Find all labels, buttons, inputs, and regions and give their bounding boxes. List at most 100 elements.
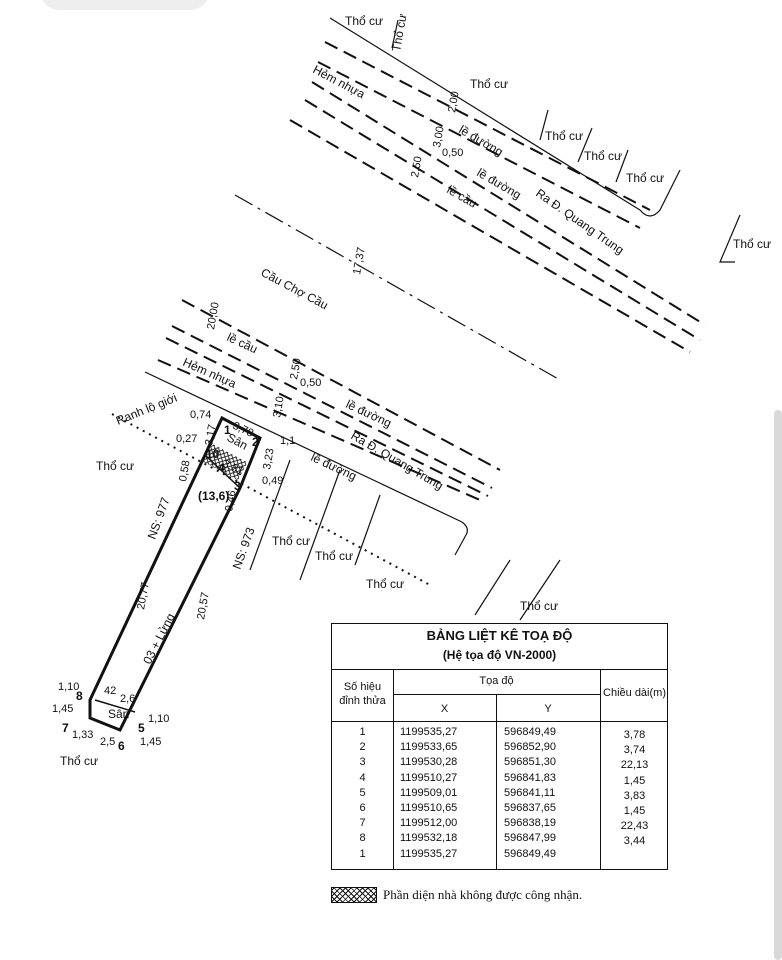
- table-cell-length: 22,13: [620, 759, 649, 772]
- header-point: Số hiệu đỉnh thửa: [339, 681, 386, 707]
- vertex-4: 4: [218, 461, 225, 475]
- dim-133: 1,33: [72, 729, 93, 741]
- table-cell-y: 596847,99: [504, 832, 556, 845]
- label-cau-cho-cau: Cầu Chợ Cầu: [259, 265, 331, 312]
- table-cell-x: 1199535,27: [400, 847, 458, 860]
- table-cell-length: 3,83: [623, 789, 646, 802]
- table-cell-y: 596852,90: [504, 741, 556, 754]
- dim-310: 3,10: [271, 395, 287, 418]
- vertex-10: 10: [206, 447, 220, 461]
- dim-2000: 20,00: [205, 301, 222, 330]
- table-cell-length: 1,45: [623, 774, 646, 787]
- dim-250: 2,50: [409, 155, 425, 178]
- dim-110b: 1,10: [148, 713, 169, 725]
- table-cell-length: 3,74: [623, 744, 646, 757]
- table-cell-length: 3,44: [623, 835, 646, 848]
- south-road-lines: [111, 299, 561, 621]
- table-cell-point: 5: [359, 786, 366, 799]
- vertex-7: 7: [62, 721, 69, 735]
- dim-250b: 2,50: [288, 357, 304, 380]
- label-tho-cu-1: Thổ cư: [345, 14, 383, 28]
- vertex-3: 3: [234, 479, 241, 493]
- dim-42: 42: [104, 685, 116, 697]
- label-san-2: Sân: [108, 707, 129, 721]
- table-cell-length: 22,43: [620, 820, 649, 833]
- dim-145a: 1,45: [52, 703, 73, 715]
- vertex-5: 5: [138, 721, 145, 735]
- north-road-lines: [289, 17, 741, 353]
- label-tho-cu-10: Thổ cư: [315, 549, 353, 563]
- table-cell-point: 4: [359, 771, 366, 784]
- header-coords: Tọa độ: [479, 675, 514, 687]
- label-le-duong-2: lề đường: [475, 165, 524, 201]
- dim-050: 0,50: [442, 147, 463, 159]
- dim-145b: 1,45: [140, 736, 161, 748]
- table-cell-point: 1: [359, 726, 366, 738]
- label-tho-cu-13: Thổ cư: [60, 754, 98, 768]
- label-tho-cu-3: Thổ cư: [470, 77, 508, 91]
- table-cell-x: 1199512,00: [400, 817, 458, 830]
- legend-text: Phần diện nhà không được công nhận.: [383, 887, 583, 902]
- table-cell-point: 1: [359, 847, 366, 860]
- label-tho-cu-12: Thổ cư: [520, 599, 558, 613]
- table-cell-point: 7: [359, 817, 366, 830]
- label-le-duong-1: lề đường: [457, 122, 506, 158]
- table-cell-x: 1199510,65: [400, 802, 458, 814]
- label-le-cau-1: lề cầu: [445, 182, 480, 210]
- table-cell-x: 1199533,65: [400, 741, 458, 754]
- header-y: Y: [544, 703, 552, 715]
- label-tho-cu-4: Thổ cư: [545, 129, 583, 143]
- table-cell-y: 596841,83: [504, 771, 556, 784]
- label-tho-cu-6: Thổ cư: [626, 171, 664, 185]
- label-tho-cu-5: Thổ cư: [584, 149, 622, 163]
- label-tho-cu-2: Thổ cư: [389, 13, 409, 53]
- vertex-1: 1: [224, 423, 231, 437]
- dim-11: 1,1: [280, 435, 295, 447]
- vertex-8: 8: [76, 689, 83, 703]
- label-le-cau-2: lề cầu: [225, 330, 260, 356]
- header-x: X: [440, 703, 449, 715]
- dim-317: 3,17: [203, 423, 219, 446]
- table-cell-length: 1,45: [623, 805, 646, 817]
- label-13-6: (13,6): [198, 489, 229, 503]
- table-cell-x: 1199535,27: [400, 726, 458, 738]
- label-building: 03 + Lửng: [140, 611, 177, 666]
- hatch-swatch: [331, 887, 377, 903]
- dim-323: 3,23: [261, 447, 277, 470]
- table-cell-y: 596837,65: [504, 802, 556, 814]
- table-cell-x: 1199530,28: [400, 756, 458, 769]
- scrollbar[interactable]: [774, 410, 782, 960]
- vertex-6: 6: [118, 739, 125, 753]
- table-cell-length: 3,78: [623, 729, 646, 741]
- label-tho-cu-11: Thổ cư: [366, 577, 404, 591]
- table-subtitle: (Hệ tọa độ VN-2000): [442, 648, 557, 662]
- table-cell-y: 596851,30: [504, 756, 556, 769]
- parcel-boundary: [88, 415, 262, 732]
- dim-2057: 20,57: [195, 591, 212, 620]
- label-hem-nhua-1: Hẻm nhựa: [311, 62, 368, 101]
- table-cell-y: 596849,49: [504, 726, 556, 738]
- dim-058: 0,58: [177, 459, 193, 482]
- dim-110a: 1,10: [58, 681, 79, 693]
- label-ra-quang-trung-2: Ra Đ. Quang Trung: [349, 428, 446, 492]
- label-le-duong-4: lề đường: [309, 450, 359, 483]
- table-cell-point: 3: [359, 756, 366, 769]
- table-cell-y: 596841,11: [504, 786, 556, 799]
- dim-25: 2,5: [100, 736, 115, 748]
- table-cell-y: 596838,19: [504, 817, 556, 830]
- dim-200: 2,00: [446, 90, 462, 113]
- table-cell-point: 2: [359, 741, 366, 754]
- dim-049: 0,49: [262, 475, 283, 487]
- dim-027: 0,27: [176, 433, 197, 445]
- coordinate-table: BẢNG LIỆT KÊ TOẠ ĐỘ (Hệ tọa độ VN-2000) …: [331, 623, 668, 870]
- table-cell-x: 1199510,27: [400, 771, 458, 784]
- label-tho-cu-7: Thổ cư: [733, 237, 771, 251]
- label-ranh-lo-gioi: Ranh lộ giới: [114, 391, 179, 428]
- label-tho-cu-9: Thổ cư: [272, 534, 310, 548]
- table-cell-x: 1199532,18: [400, 832, 458, 845]
- vertex-2: 2: [252, 435, 259, 449]
- label-tho-cu-8: Thổ cư: [96, 459, 134, 473]
- table-cell-point: 8: [359, 832, 366, 845]
- table-cell-x: 1199509,01: [400, 786, 458, 799]
